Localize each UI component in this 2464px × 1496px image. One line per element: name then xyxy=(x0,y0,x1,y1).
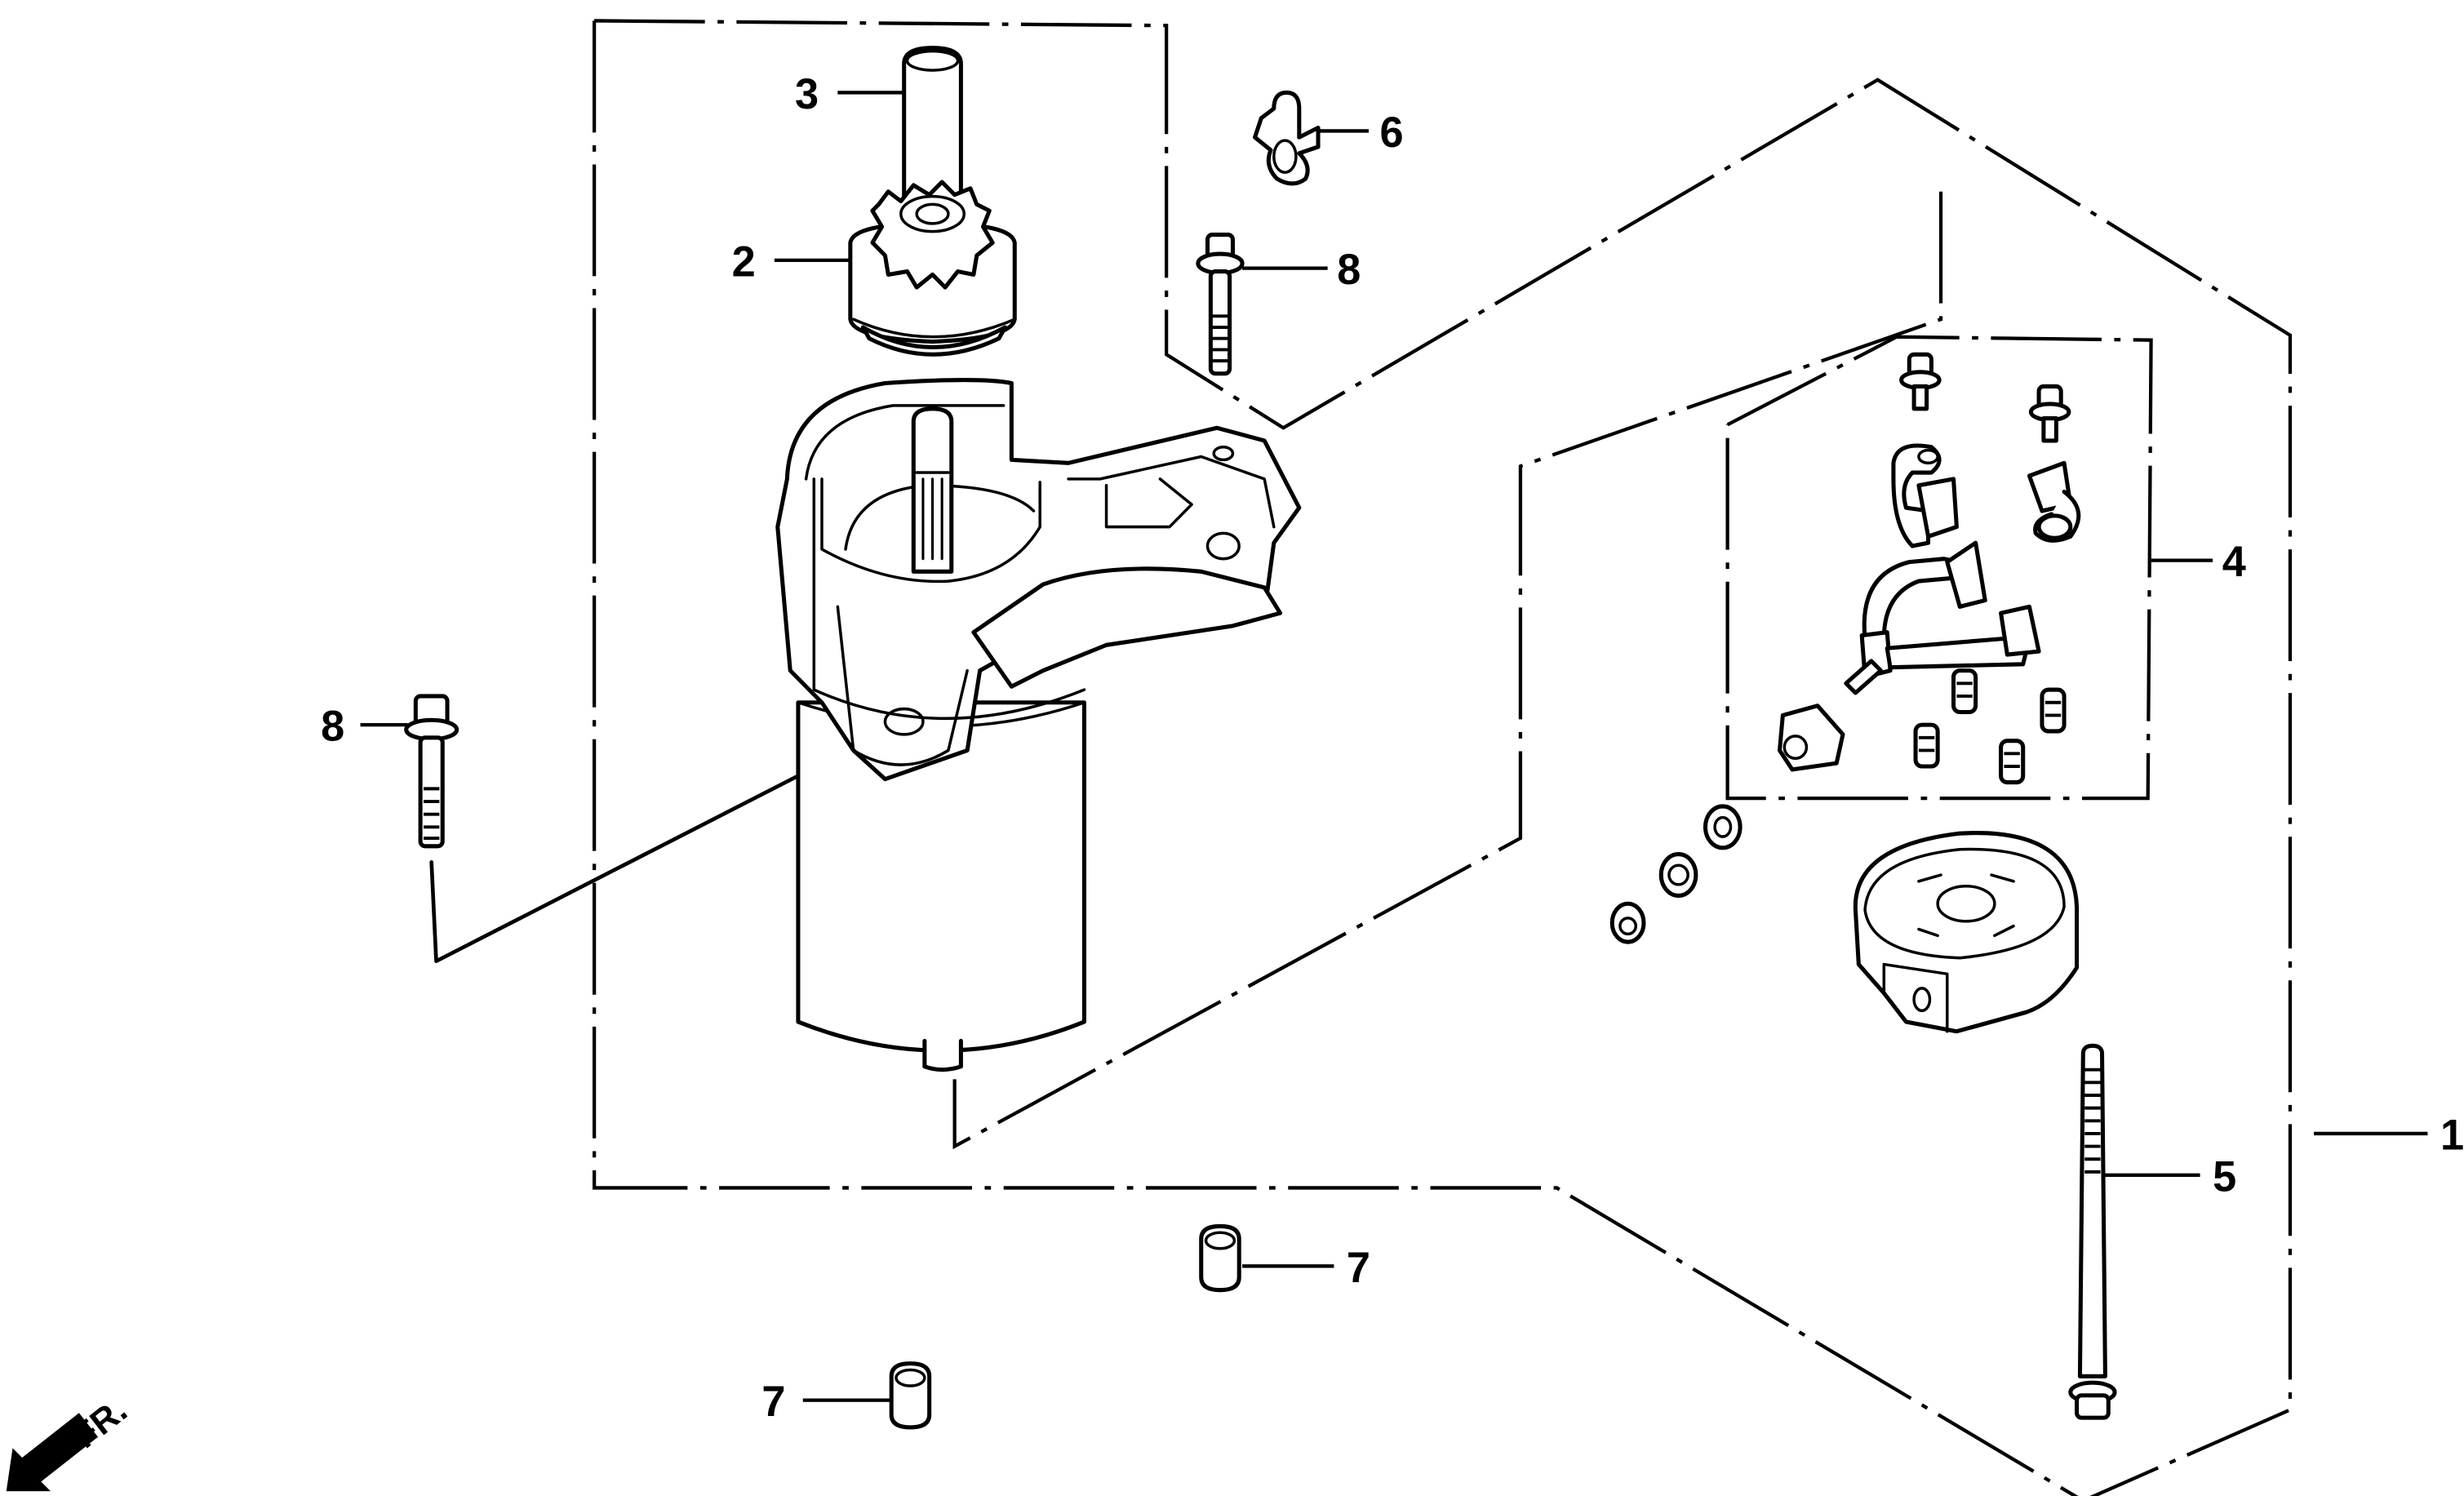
brush-screw-2 xyxy=(2028,384,2071,443)
part-pinion-gear[interactable] xyxy=(848,180,1017,357)
callout-4: 4 xyxy=(2222,538,2246,586)
brush-screw-1 xyxy=(1899,352,1942,411)
part-starter-motor-body[interactable] xyxy=(775,378,1302,1072)
part-collar-upper[interactable] xyxy=(1199,1223,1241,1293)
callout-6: 6 xyxy=(1380,109,1404,157)
callout-5: 5 xyxy=(2213,1152,2236,1201)
part-flange-bolt-upper[interactable] xyxy=(1196,233,1245,376)
group-boundary-lower xyxy=(592,20,2079,1496)
bolt-alignment-line xyxy=(429,719,907,964)
callout-1: 1 xyxy=(2440,1111,2464,1159)
part-end-cover[interactable] xyxy=(1853,831,2080,1034)
part-terminal-clip[interactable] xyxy=(1253,90,1321,186)
part-flange-bolt-left[interactable] xyxy=(404,694,460,849)
group-boundary-motor xyxy=(594,19,2293,1496)
front-direction-indicator: FR. xyxy=(6,1390,135,1492)
part-terminal-nuts[interactable] xyxy=(1609,804,1743,944)
callout-2: 2 xyxy=(732,237,756,286)
callout-7-lower: 7 xyxy=(761,1378,785,1426)
brush-springs xyxy=(1913,668,2067,785)
callout-8-upper: 8 xyxy=(1337,246,1361,294)
front-direction-arrow-icon xyxy=(6,1413,99,1492)
part-brush-set[interactable] xyxy=(1777,352,2081,785)
callout-8-left: 8 xyxy=(321,702,344,750)
callout-7-upper: 7 xyxy=(1347,1244,1370,1292)
part-through-bolt[interactable] xyxy=(2068,1043,2117,1420)
group-boundary-endcover xyxy=(952,191,1943,1150)
callout-3: 3 xyxy=(795,70,819,118)
part-collar-lower[interactable] xyxy=(889,1361,932,1430)
group-boundary-brush-set xyxy=(1725,335,2153,801)
